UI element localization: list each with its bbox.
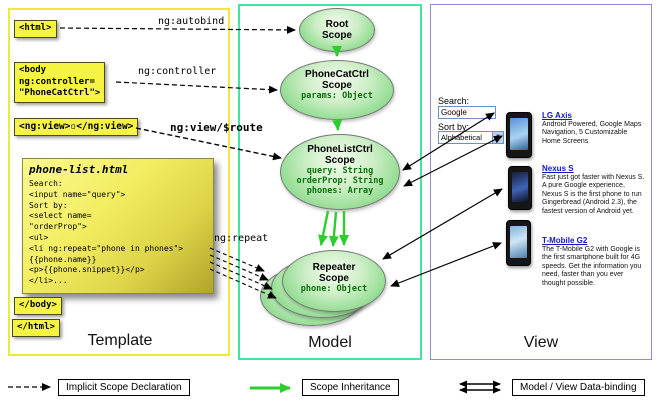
legend-scope-inheritance: Scope Inheritance <box>302 379 399 396</box>
root-scope: Root Scope <box>299 8 375 52</box>
phone-name-link[interactable]: Nexus S <box>542 164 574 173</box>
label-ng-controller: ng:controller <box>138 66 217 77</box>
ng-view-tag: <ng:view>▫</ng:view> <box>14 118 139 137</box>
scope-prop: orderProp: String <box>296 176 384 187</box>
html-open-tag: <html> <box>14 20 57 38</box>
phone-image-tmobile-g2[interactable] <box>506 220 531 266</box>
code-line: Search: <box>29 179 63 188</box>
code-line: <p>{{phone.snippet}}</p> <box>29 265 145 275</box>
search-input[interactable] <box>438 106 496 119</box>
code-line: </li>... <box>29 276 68 286</box>
body-open-line: "PhoneCatCtrl"> <box>19 88 101 99</box>
phone-description: Android Powered, Google Maps Navigation,… <box>542 121 642 145</box>
phonelistctrl-scope: PhoneListCtrl Scope query: String orderP… <box>280 134 400 210</box>
phone-name-link[interactable]: T-Mobile G2 <box>542 236 588 245</box>
scope-prop: phone: Object <box>300 284 368 294</box>
body-close-tag: </body> <box>14 297 62 315</box>
green-arrow-icon <box>250 383 291 393</box>
scope-prop: query: String <box>306 166 374 176</box>
body-open-tag: <body ng:controller= "PhoneCatCtrl"> <box>14 62 106 104</box>
search-label: Search: <box>438 96 470 106</box>
phone-screen <box>512 172 528 202</box>
phone-description: The T-Mobile G2 with Google is the first… <box>542 246 642 287</box>
phonecatctrl-scope: PhoneCatCtrl Scope params: Object <box>280 60 394 120</box>
scope-name: Root Scope <box>321 19 352 41</box>
note-title: phone-list.html <box>29 163 129 176</box>
scope-prop: phones: Array <box>306 186 374 197</box>
phone-list-note: phone-list.html Search: <input name="que… <box>22 158 214 294</box>
code-line: <li ng:repeat="phone in phones"> <box>29 243 184 253</box>
body-open-line: ng:controller= <box>19 76 95 87</box>
code-line: <select name= <box>29 211 92 221</box>
double-arrow-icon <box>459 380 501 394</box>
label-ng-view-route: ng:view/$route <box>170 121 263 134</box>
dashed-arrow-icon <box>8 383 51 391</box>
phone-description: Fast just got faster with Nexus S. A pur… <box>542 174 645 215</box>
code-line: <ul> <box>29 232 49 242</box>
body-open-line: <body <box>19 65 47 75</box>
code-line: Sort by: <box>29 200 68 210</box>
phone-screen <box>510 118 528 150</box>
model-panel-label: Model <box>308 334 352 351</box>
phone-image-lg-axis[interactable] <box>506 112 532 158</box>
phone-image-nexus-s[interactable] <box>508 166 532 210</box>
code-line: <input name="query"> <box>29 189 126 199</box>
phone-screen <box>510 226 527 258</box>
dropdown-arrow-icon: ▼ <box>492 132 503 143</box>
template-panel-label: Template <box>87 332 153 349</box>
code-line: {{phone.name}} <box>29 254 97 264</box>
view-panel-label: View <box>523 334 559 351</box>
legend-model-view-databinding: Model / View Data-binding <box>512 379 645 396</box>
label-ng-repeat: ng:repeat <box>214 233 269 244</box>
html-close-tag: </html> <box>12 319 60 337</box>
sort-selected-option: Alphabetical <box>441 133 482 142</box>
label-ng-autobind: ng:autobind <box>158 16 225 27</box>
phone-name-link[interactable]: LG Axis <box>542 111 572 120</box>
scope-prop: params: Object <box>301 91 373 101</box>
scope-name: PhoneCatCtrl Scope <box>305 69 369 91</box>
sort-select[interactable]: Alphabetical ▼ <box>438 131 504 144</box>
repeater-scope: Repeater Scope phone: Object <box>282 250 386 312</box>
legend-implicit-scope-declaration: Implicit Scope Declaration <box>58 379 190 396</box>
scope-name: PhoneListCtrl Scope <box>307 144 373 166</box>
scope-name: Repeater Scope <box>312 262 356 284</box>
code-line: "orderProp"> <box>29 222 87 232</box>
